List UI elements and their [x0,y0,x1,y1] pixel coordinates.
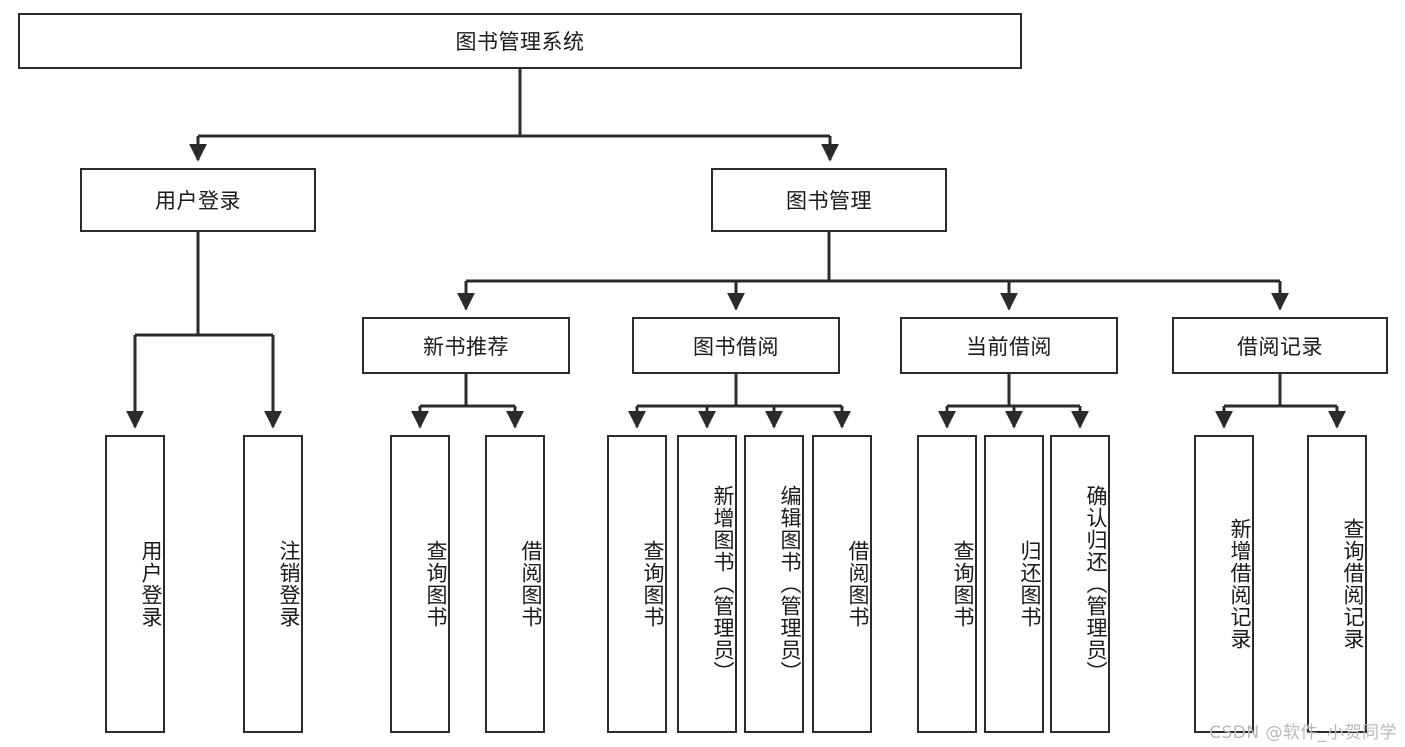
node-leaf-add-book-admin[interactable]: 新增图书（管理员） [677,435,737,733]
node-current-borrow[interactable]: 当前借阅 [900,317,1118,374]
node-label: 归还图书 [1018,540,1042,628]
node-label: 图书管理 [786,189,872,213]
node-label: 查询图书 [424,540,448,628]
node-label: 借阅图书 [846,540,870,628]
node-new-book-recommend[interactable]: 新书推荐 [362,317,570,374]
node-label: 新书推荐 [423,334,509,359]
node-leaf-query-borrow-record[interactable]: 查询借阅记录 [1307,435,1367,733]
node-label: 注销登录 [277,540,301,628]
node-label: 图书借阅 [693,334,779,359]
node-leaf-query-book-current[interactable]: 查询图书 [917,435,977,733]
node-label: 当前借阅 [966,334,1052,359]
node-label: 查询图书 [951,540,975,628]
node-leaf-borrow-book-new[interactable]: 借阅图书 [485,435,545,733]
node-label: 编辑图书（管理员） [778,485,802,683]
node-label: 图书管理系统 [455,30,585,54]
node-label: 借阅图书 [519,540,543,628]
node-label: 新增借阅记录 [1228,518,1252,650]
node-label: 借阅记录 [1237,334,1323,359]
node-leaf-query-book[interactable]: 查询图书 [607,435,667,733]
node-user-login[interactable]: 用户登录 [80,168,316,232]
node-book-borrow[interactable]: 图书借阅 [632,317,840,374]
node-book-management[interactable]: 图书管理 [711,168,947,232]
node-label: 新增图书（管理员） [711,485,735,683]
node-leaf-edit-book-admin[interactable]: 编辑图书（管理员） [744,435,804,733]
node-label: 查询借阅记录 [1341,518,1365,650]
node-leaf-borrow-book[interactable]: 借阅图书 [812,435,872,733]
node-leaf-return-book[interactable]: 归还图书 [984,435,1044,733]
node-leaf-query-book-new[interactable]: 查询图书 [390,435,450,733]
node-root-system[interactable]: 图书管理系统 [18,13,1022,69]
node-leaf-user-login[interactable]: 用户登录 [105,435,165,733]
node-label: 确认归还（管理员） [1084,485,1108,683]
watermark: CSDN @软件_小贺同学 [1209,723,1397,743]
node-leaf-logout[interactable]: 注销登录 [243,435,303,733]
node-leaf-add-borrow-record[interactable]: 新增借阅记录 [1194,435,1254,733]
node-label: 查询图书 [641,540,665,628]
node-label: 用户登录 [139,540,163,628]
node-leaf-confirm-return-admin[interactable]: 确认归还（管理员） [1050,435,1110,733]
node-borrow-record[interactable]: 借阅记录 [1172,317,1388,374]
node-label: 用户登录 [155,189,241,213]
